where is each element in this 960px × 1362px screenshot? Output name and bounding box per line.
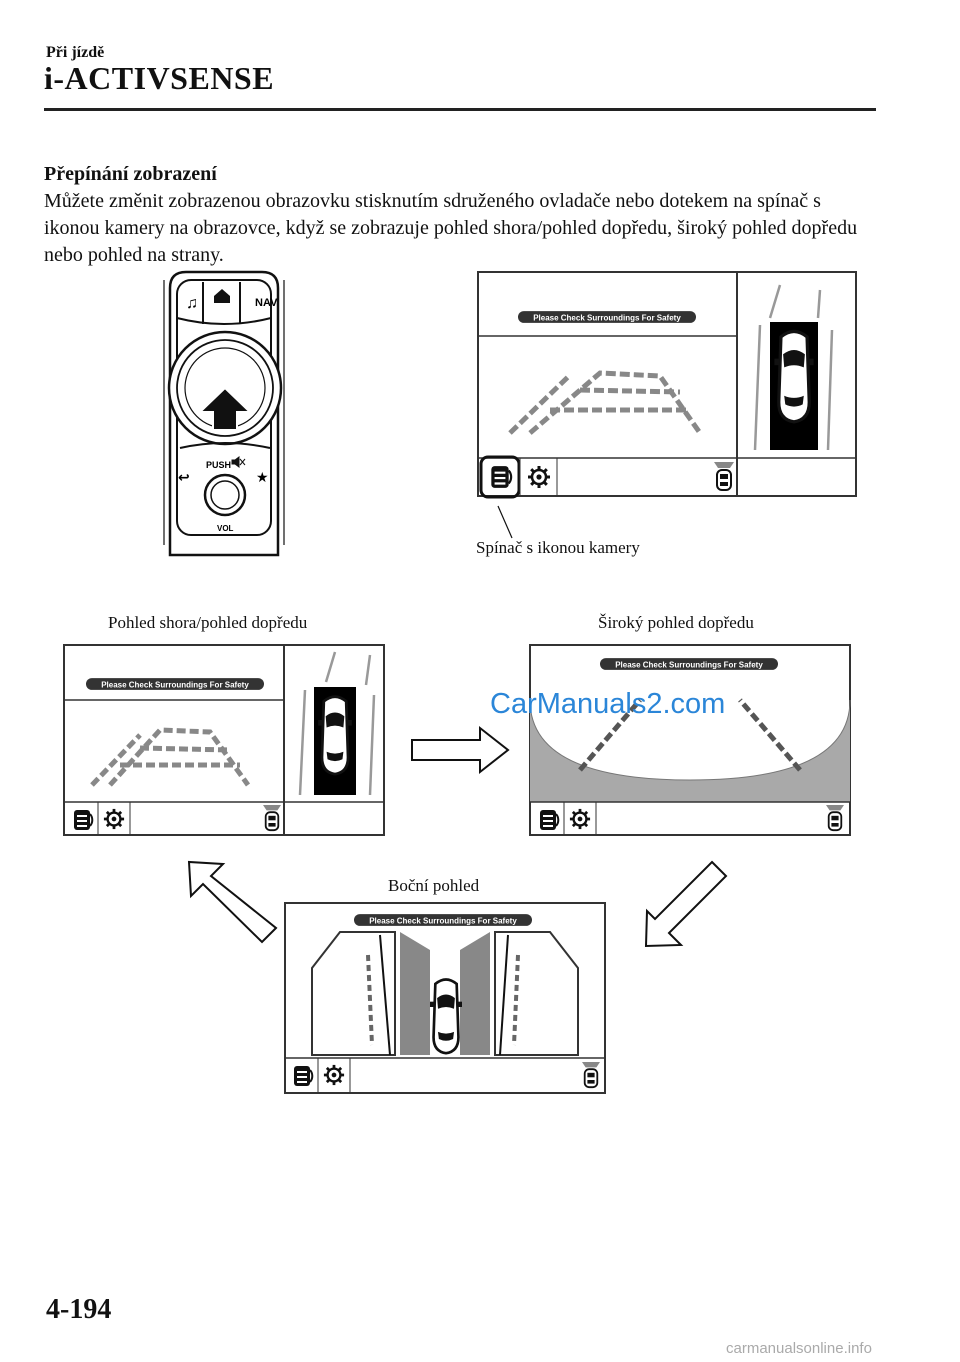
commander-controller: ♫ NAV ↩ ★ PUSH VOL — [163, 270, 285, 557]
wide-front-view-caption: Široký pohled dopředu — [598, 613, 754, 632]
screen-top-front-view: Please Check Surroundings For Safety — [63, 644, 385, 836]
nav-button-label: NAV — [255, 297, 278, 309]
section-label: Při jízdě — [46, 44, 105, 61]
footer-site-link[interactable]: carmanualsonline.info — [726, 1340, 872, 1357]
top-front-view-caption: Pohled shora/pohled dopředu — [108, 613, 308, 632]
side-view-caption: Boční pohled — [388, 876, 480, 895]
chapter-title: i-ACTIVSENSE — [44, 60, 275, 96]
screen-top-right: Please Check Surroundings For Safety — [477, 271, 857, 539]
back-icon: ↩ — [178, 469, 190, 485]
section-heading: Přepínání zobrazení — [44, 163, 217, 185]
vol-label: VOL — [217, 524, 234, 533]
arrow-up-left-icon — [187, 860, 278, 944]
screen-side-view: Please Check Surroundings For Safety — [284, 902, 606, 1094]
favorites-star-icon: ★ — [256, 469, 269, 485]
page-number: 4-194 — [46, 1294, 112, 1325]
body-paragraph: Můžete změnit zobrazenou obrazovku stisk… — [44, 190, 858, 266]
push-arrow-icon — [197, 386, 253, 431]
safety-banner: Please Check Surroundings For Safety — [615, 661, 763, 670]
arrow-right-icon — [411, 725, 510, 775]
title-rule — [44, 108, 876, 111]
safety-banner: Please Check Surroundings For Safety — [101, 681, 249, 690]
screen-wide-front-view: Please Check Surroundings For Safety — [529, 644, 851, 836]
mute-icon — [231, 456, 246, 468]
push-label: PUSH — [206, 460, 231, 470]
camera-switch-caption: Spínač s ikonou kamery — [476, 538, 640, 557]
home-icon — [214, 289, 230, 303]
arrow-down-left-icon — [644, 860, 728, 948]
watermark: CarManuals2.com — [490, 688, 726, 720]
safety-banner: Please Check Surroundings For Safety — [533, 314, 681, 323]
music-icon: ♫ — [186, 295, 198, 312]
safety-banner: Please Check Surroundings For Safety — [369, 917, 517, 926]
